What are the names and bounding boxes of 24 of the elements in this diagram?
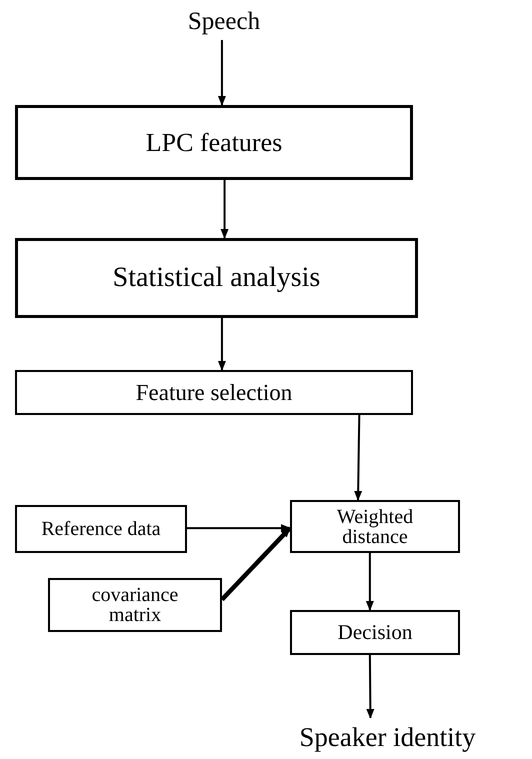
- arrow: [220, 526, 292, 602]
- arrow: [366, 553, 374, 611]
- box-label: Decision: [338, 622, 412, 643]
- box-label: LPC features: [146, 130, 282, 156]
- flow-label: Speech: [188, 8, 260, 34]
- arrow: [218, 40, 226, 106]
- arrow: [220, 180, 229, 239]
- process-box: [48, 578, 222, 632]
- box-label: Reference data: [41, 519, 161, 539]
- flow-label: Speaker identity: [299, 724, 476, 750]
- arrow: [218, 318, 226, 371]
- process-box: [15, 505, 187, 553]
- box-label: Statistical analysis: [112, 264, 320, 292]
- process-box: [290, 500, 460, 553]
- process-box: [15, 238, 418, 318]
- process-box: [290, 610, 460, 655]
- arrow: [187, 524, 291, 532]
- arrow: [354, 414, 362, 501]
- process-box: [15, 105, 413, 180]
- arrow: [366, 655, 374, 719]
- box-label: Weighted distance: [336, 506, 414, 546]
- box-label: covariance matrix: [90, 585, 180, 625]
- box-label: Feature selection: [136, 381, 292, 404]
- process-box: [15, 370, 413, 415]
